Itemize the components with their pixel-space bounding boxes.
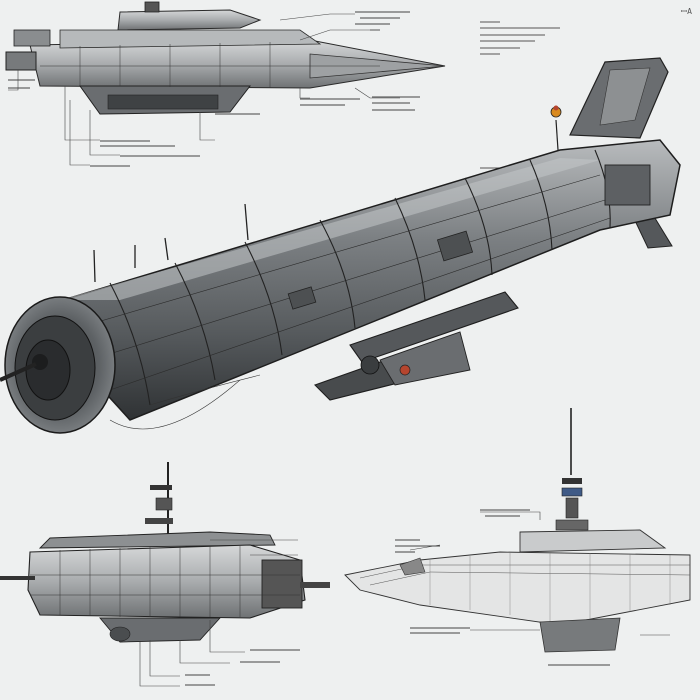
top-left-side-profile	[5, 1, 446, 167]
mast-blue-band	[561, 487, 583, 497]
main-perspective-view	[0, 57, 681, 434]
bottom-right-hull-drawing	[344, 408, 691, 666]
annotation-scribbles	[185, 649, 300, 686]
annotation-scribbles	[395, 509, 610, 666]
annotation-scribbles	[8, 11, 420, 167]
pod-marker-red	[399, 364, 411, 376]
bottom-left-side-view	[0, 462, 330, 687]
corner-mark: ꟷA	[680, 7, 692, 16]
